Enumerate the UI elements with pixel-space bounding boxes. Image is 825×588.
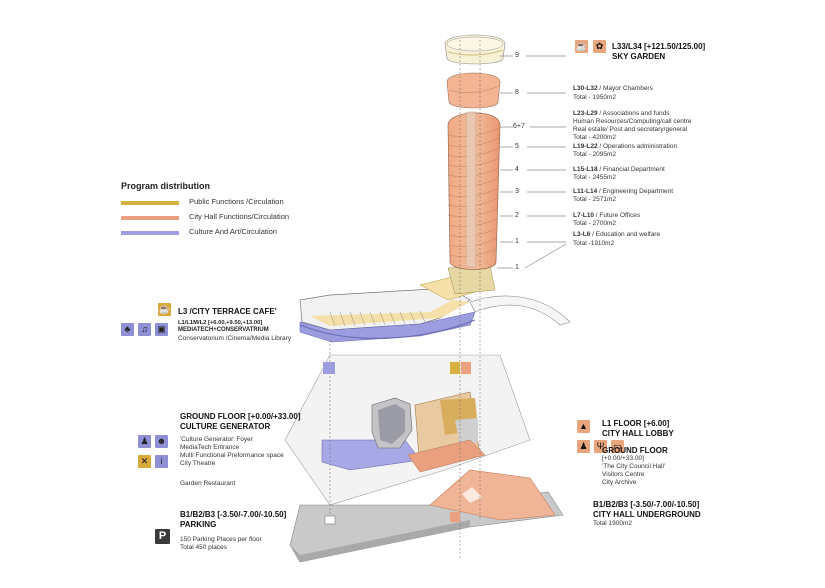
theatre-icon: ♣ — [121, 323, 134, 336]
level-total: Total - 1950m2 — [573, 94, 616, 101]
council-line: Visitors Centre — [602, 471, 645, 478]
l3-description: Conservatorium /Cinema/Media Library — [178, 335, 292, 342]
ground-floor-line: MediaTech Entrance — [180, 444, 240, 451]
sky-garden-title: SKY GARDEN — [612, 52, 666, 61]
lobby-title: CITY HALL LOBBY — [602, 429, 674, 438]
level-number: 2 — [515, 212, 519, 219]
level-total: Total -1910m2 — [573, 240, 615, 247]
level-total: Total - 2095m2 — [573, 151, 616, 158]
parking-icon: P — [155, 529, 170, 544]
council-line: City Archive — [602, 479, 637, 486]
legend-swatch-city-hall — [121, 216, 179, 220]
l3-subtitle: MEDIATECH+CONSERVATRIUM — [178, 327, 269, 333]
cafe-icon: ☕ — [158, 303, 171, 316]
underground-slab — [429, 469, 556, 521]
parking-line: Total 450 places — [180, 544, 227, 551]
l3-title: L3 /CITY TERRACE CAFE' — [178, 307, 277, 316]
plant-icon: ✿ — [593, 40, 606, 53]
level-label-l3: L3-L6 / Education and welfare — [573, 231, 661, 238]
theatre-masks-icon: ☻ — [155, 435, 168, 448]
level-number: 1 — [515, 238, 519, 245]
legend-item-culture: Culture And Art/Circulation — [189, 227, 277, 236]
ground-floor-extra: Garden Restaurant — [180, 480, 236, 487]
level-number: 4 — [515, 166, 519, 173]
level-label-l15: L15-L18 / Financial Department — [573, 166, 665, 173]
level-label-l30: L30-L32 / Mayor Chambers — [573, 85, 653, 92]
gavel-icon: Ψ — [594, 440, 607, 453]
podium-ramp — [469, 295, 571, 326]
lobby-levels: L1 FLOOR [+6.00] — [602, 419, 670, 428]
level-label-l7: L7-L10 / Future Offices — [573, 212, 641, 219]
archive-icon: ▭ — [611, 440, 624, 453]
level-number: 8 — [515, 89, 519, 96]
underground-total: Total 1900m2 — [593, 520, 633, 527]
elevator-icon: ▲ — [577, 420, 590, 433]
level-detail: Human Resources/Computing/call centre — [573, 118, 692, 125]
legend-swatch-public — [121, 201, 179, 205]
council-title: GROUND FLOOR — [602, 446, 668, 455]
level-total: Total - 2700m2 — [573, 220, 616, 227]
level-total: Total - 4200m2 — [573, 134, 616, 141]
level-number: 1 — [515, 264, 519, 271]
computer-icon: ▣ — [155, 323, 168, 336]
level-total: Total - 2571m2 — [573, 196, 616, 203]
parking-line: 150 Parking Places per floor — [180, 536, 262, 543]
legend-item-public: Public Functions /Circulation — [189, 197, 284, 206]
level-label-l11: L11-L14 / Engineering Department — [573, 188, 674, 195]
sky-garden-levels: L33/L34 [+121.50/125.00] — [612, 42, 706, 51]
level-label-l23: L23-L29 / Associations and funds — [573, 110, 670, 117]
ground-floor-line: 'Culture Generator' Foyer — [180, 436, 253, 443]
level-number: 3 — [515, 188, 519, 195]
level-label-l19: L19-L22 / Operations administration — [573, 143, 678, 150]
legend-item-city-hall: City Hall Functions/Circulation — [189, 212, 290, 221]
ground-floor-subtitle: CULTURE GENERATOR — [180, 422, 271, 431]
info-icon: i — [155, 455, 168, 468]
ground-floor-line: Multi Functional Preformance space — [180, 452, 284, 459]
legend-title: Program distribution — [121, 181, 211, 191]
mayor-chambers-block — [446, 72, 501, 109]
council-levels: [+0.00/+33.00] — [602, 455, 644, 462]
council-line: 'The City Council Hall' — [602, 463, 666, 470]
people-icon: ♟ — [577, 440, 590, 453]
ground-floor-title: GROUND FLOOR [+0.00/+33.00] — [180, 412, 301, 421]
level-detail: Real estate/ Post and secretary/general — [573, 126, 688, 133]
level-number: 9 — [515, 52, 519, 59]
parking-title: B1/B2/B3 [-3.50/-7.00/-10.50] — [180, 510, 287, 519]
cinema-icon: ♫ — [138, 323, 151, 336]
underground-title: CITY HALL UNDERGROUND — [593, 510, 701, 519]
legend-swatch-culture — [121, 231, 179, 235]
parking-subtitle: PARKING — [180, 520, 217, 529]
cafe-icon: ☕ — [575, 40, 588, 53]
people-icon: ♟ — [138, 435, 151, 448]
ground-floor-line: City Theatre — [180, 460, 216, 467]
level-number: 5 — [515, 143, 519, 150]
level-total: Total - 2455m2 — [573, 174, 616, 181]
l3-levels: L1/L1M/L2 [+6.00,+9.50,+13.00] — [178, 320, 263, 326]
restaurant-icon: ✕ — [138, 455, 151, 468]
level-number: 6+7 — [513, 123, 525, 130]
underground-levels: B1/B2/B3 [-3.50/-7.00/-10.50] — [593, 500, 700, 509]
